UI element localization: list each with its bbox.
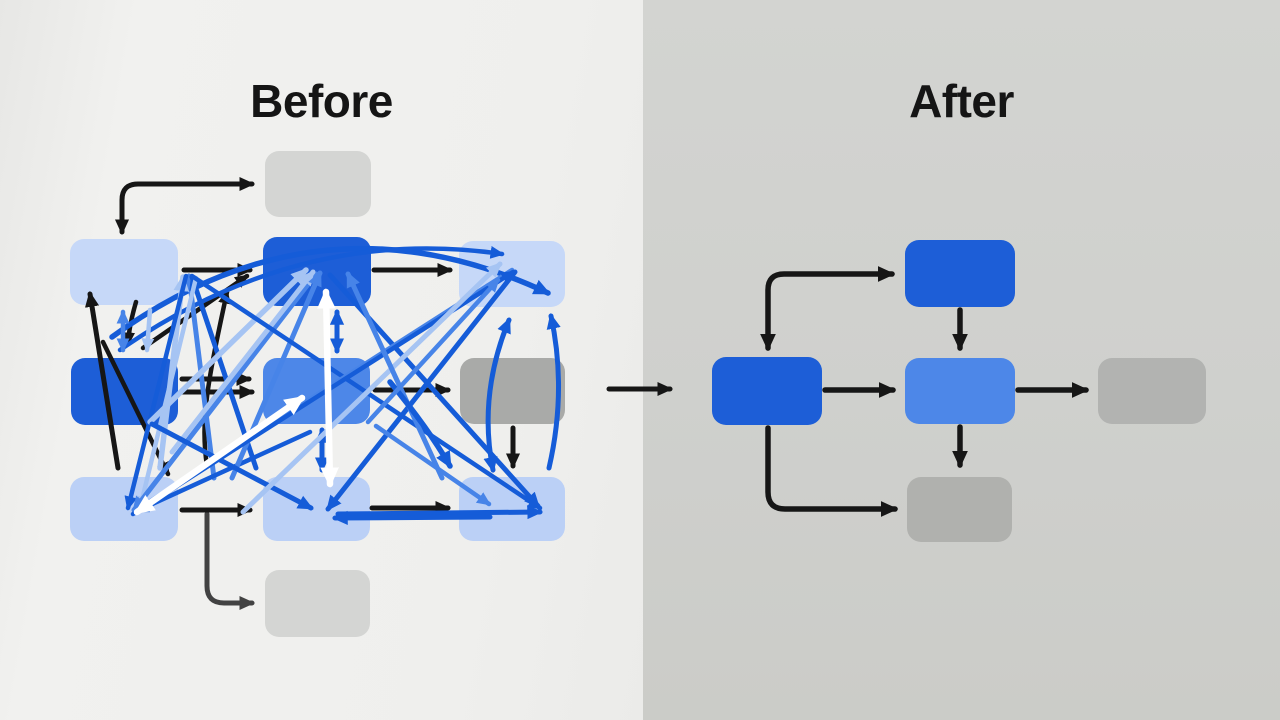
- before-node-bottom-gray: [265, 570, 370, 637]
- after-arrow-5: [765, 425, 899, 517]
- before-arrow-42: [335, 504, 543, 520]
- after-node-mid-left: [712, 357, 822, 425]
- after-node-bottom: [907, 477, 1012, 542]
- after-node-top: [905, 240, 1015, 307]
- before-arrow-46: [317, 288, 339, 488]
- before-title: Before: [250, 75, 393, 127]
- after-node-mid-center: [905, 358, 1015, 424]
- before-arrow-28: [141, 307, 155, 353]
- before-node-r4c1: [70, 477, 178, 541]
- before-arrow-0: [204, 511, 255, 611]
- after-arrow-0: [760, 266, 896, 352]
- before-node-r4c2: [263, 477, 370, 541]
- before-arrow-40: [546, 313, 562, 471]
- before-node-r3c3: [460, 358, 565, 424]
- before-arrow-4: [84, 291, 121, 471]
- after-node-mid-right: [1098, 358, 1206, 424]
- before-arrow-38: [345, 271, 445, 481]
- before-node-r4c3: [459, 477, 565, 541]
- before-node-r2c1: [70, 239, 178, 305]
- before-arrow-33: [325, 269, 518, 512]
- before-arrow-39: [483, 317, 512, 473]
- before-arrow-47: [133, 394, 306, 516]
- before-edges: [84, 176, 562, 611]
- before-arrow-16: [117, 246, 505, 353]
- before-arrow-45: [373, 423, 492, 507]
- after-edges: [760, 266, 1090, 517]
- before-node-top-gray: [265, 151, 371, 217]
- after-title: After: [909, 75, 1014, 127]
- before-arrow-43: [332, 510, 493, 526]
- before-arrow-1: [114, 176, 255, 235]
- before-arrow-15: [109, 245, 551, 340]
- after-nodes: [712, 240, 1206, 542]
- before-arrow-44: [365, 277, 501, 425]
